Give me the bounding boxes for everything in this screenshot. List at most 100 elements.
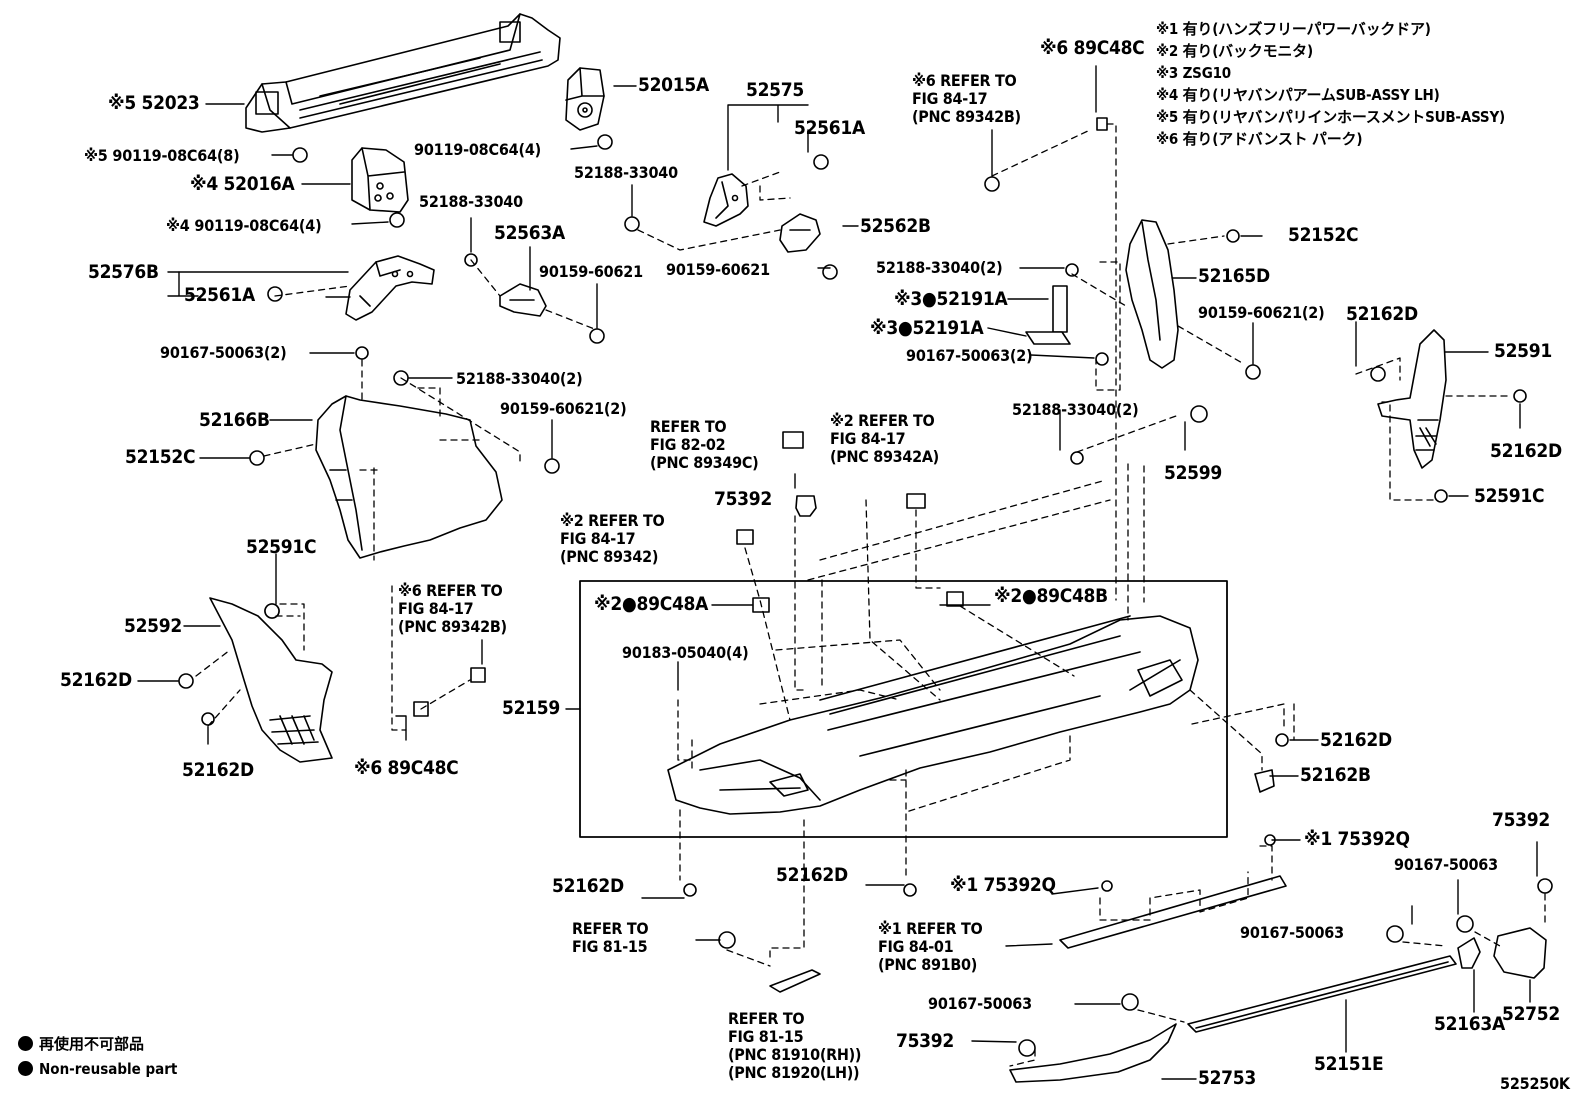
label-90159-60621-b[interactable]: 90159-60621 [666, 260, 770, 279]
spacer-52191a-upper [1052, 285, 1068, 333]
label-52752[interactable]: 52752 [1502, 1003, 1560, 1025]
label-90119-08c64-4-lh[interactable]: ※4 90119-08C64(4) [166, 216, 322, 235]
label-90159-60621-2-lh[interactable]: 90159-60621(2) [500, 399, 627, 418]
reinforcement-part [245, 13, 561, 133]
label-52188-33040-a[interactable]: 52188-33040 [419, 192, 523, 211]
assembly-lines [195, 123, 1546, 1067]
rocker-molding [1187, 955, 1457, 1033]
label-90167-50063-low[interactable]: 90167-50063 [928, 994, 1032, 1013]
note-3: ※3 ZSG10 [1156, 64, 1231, 82]
label-75392-center[interactable]: 75392 [714, 488, 772, 510]
label-52165d[interactable]: 52165D [1198, 265, 1270, 287]
label-90159-60621-2-rh[interactable]: 90159-60621(2) [1198, 303, 1325, 322]
bumper-side-bracket-rh [1377, 329, 1447, 469]
label-52023[interactable]: ※5 52023 [108, 92, 200, 114]
bumper-extension [1009, 1023, 1177, 1083]
bracket-52015a [565, 67, 605, 131]
side-retainer-lh [315, 395, 503, 559]
label-52191a-lower[interactable]: ※3●52191A [870, 317, 984, 339]
non-reusable-dot-icon [18, 1036, 33, 1051]
label-52191a-upper[interactable]: ※3●52191A [894, 288, 1008, 310]
label-52152c-rh[interactable]: 52152C [1288, 224, 1359, 246]
label-89c48c-lower[interactable]: ※6 89C48C [354, 757, 459, 779]
refer-fig-84-17-89342b-top[interactable]: ※6 REFER TO FIG 84-17 (PNC 89342B) [912, 71, 1021, 126]
label-52561a-rh[interactable]: 52561A [794, 117, 865, 139]
label-75392q-b[interactable]: ※1 75392Q [950, 874, 1056, 896]
label-52159[interactable]: 52159 [502, 697, 560, 719]
refer-fig-81-15-a[interactable]: REFER TO FIG 81-15 [572, 919, 649, 956]
label-52753[interactable]: 52753 [1198, 1067, 1256, 1089]
bracket-52016a [351, 147, 409, 213]
refer-fig-82-02[interactable]: REFER TO FIG 82-02 (PNC 89349C) [650, 417, 759, 472]
label-89c48b[interactable]: ※2●89C48B [994, 585, 1108, 607]
label-52162d-rh-low[interactable]: 52162D [1320, 729, 1392, 751]
label-52188-33040-2-lh[interactable]: 52188-33040(2) [456, 369, 583, 388]
label-52162d-bottom-a[interactable]: 52162D [552, 875, 624, 897]
label-90167-50063-rh[interactable]: 90167-50063 [1394, 855, 1498, 874]
label-90119-08c64-8[interactable]: ※5 90119-08C64(8) [84, 146, 240, 165]
label-52591[interactable]: 52591 [1494, 340, 1552, 362]
legend: 再使用不可部品 Non-reusable part [18, 1032, 177, 1082]
label-52162b[interactable]: 52162B [1300, 764, 1371, 786]
label-89c48c-top[interactable]: ※6 89C48C [1040, 37, 1145, 59]
figure-code: 525250K [1500, 1074, 1570, 1093]
label-52563a[interactable]: 52563A [494, 222, 565, 244]
label-52162d-rh-top[interactable]: 52162D [1346, 303, 1418, 325]
note-4: ※4 有り(リヤバンパアームSUB-ASSY LH) [1156, 86, 1440, 104]
label-89c48a[interactable]: ※2●89C48A [594, 593, 709, 615]
label-52163a[interactable]: 52163A [1434, 1013, 1505, 1035]
label-90167-50063-mid[interactable]: 90167-50063 [1240, 923, 1344, 942]
note-2: ※2 有り(バックモニタ) [1156, 42, 1313, 60]
label-52591c-rh[interactable]: 52591C [1474, 485, 1545, 507]
label-75392-rh[interactable]: 75392 [1492, 809, 1550, 831]
label-52576b[interactable]: 52576B [88, 261, 159, 283]
retainer-52563a [499, 283, 547, 317]
label-75392q-a[interactable]: ※1 75392Q [1304, 828, 1410, 850]
label-52152c-lh[interactable]: 52152C [125, 446, 196, 468]
label-52162d-bottom-b[interactable]: 52162D [776, 864, 848, 886]
label-90183-05040-4[interactable]: 90183-05040(4) [622, 643, 749, 662]
note-1: ※1 有り(ハンズフリーパワーバックドア) [1156, 20, 1431, 38]
label-52561a-lh[interactable]: 52561A [184, 284, 255, 306]
legend-row-en: Non-reusable part [18, 1057, 177, 1082]
legend-jp: 再使用不可部品 [39, 1035, 145, 1053]
refer-fig-84-17-89342[interactable]: ※2 REFER TO FIG 84-17 (PNC 89342) [560, 511, 665, 566]
label-52599[interactable]: 52599 [1164, 462, 1222, 484]
label-90167-50063-2-rh[interactable]: 90167-50063(2) [906, 346, 1033, 365]
label-52016a[interactable]: ※4 52016A [190, 173, 295, 195]
bumper-arm-rh [703, 173, 749, 227]
leader-lines [137, 65, 1538, 1080]
label-52592[interactable]: 52592 [124, 615, 182, 637]
bumper-cover [667, 615, 1199, 815]
label-52162d-rh-mid[interactable]: 52162D [1490, 440, 1562, 462]
label-52591c-lh[interactable]: 52591C [246, 536, 317, 558]
label-90159-60621-a[interactable]: 90159-60621 [539, 262, 643, 281]
refer-fig-81-15-b[interactable]: REFER TO FIG 81-15 (PNC 81910(RH)) (PNC … [728, 1009, 862, 1082]
label-90119-08c64-4[interactable]: 90119-08C64(4) [414, 140, 542, 159]
refer-fig-84-17-89342b-lower[interactable]: ※6 REFER TO FIG 84-17 (PNC 89342B) [398, 581, 507, 636]
legend-en: Non-reusable part [39, 1060, 178, 1078]
refer-fig-84-01[interactable]: ※1 REFER TO FIG 84-01 (PNC 891B0) [878, 919, 983, 974]
note-5: ※5 有り(リヤバンパリインホースメントSUB-ASSY) [1156, 108, 1505, 126]
sensors-and-clips [413, 117, 1275, 793]
label-52151e[interactable]: 52151E [1314, 1053, 1384, 1075]
reflector [769, 969, 821, 993]
bumper-side-bracket-lh [209, 597, 333, 763]
non-reusable-dot-icon [18, 1061, 33, 1076]
label-52562b[interactable]: 52562B [860, 215, 931, 237]
label-52188-33040-b[interactable]: 52188-33040 [574, 163, 678, 182]
label-52162d-lh-a[interactable]: 52162D [60, 669, 132, 691]
label-52162d-lh-b[interactable]: 52162D [182, 759, 254, 781]
label-52015a[interactable]: 52015A [638, 74, 709, 96]
label-52166b[interactable]: 52166B [199, 409, 270, 431]
label-90167-50063-2-lh[interactable]: 90167-50063(2) [160, 343, 287, 362]
label-52575[interactable]: 52575 [746, 79, 804, 101]
label-75392-low[interactable]: 75392 [896, 1030, 954, 1052]
fasteners [178, 134, 1553, 1057]
refer-fig-84-17-89342a[interactable]: ※2 REFER TO FIG 84-17 (PNC 89342A) [830, 411, 939, 466]
label-52188-33040-2-center[interactable]: 52188-33040(2) [1012, 400, 1139, 419]
spacer-52191a-lower [1025, 331, 1071, 345]
label-52188-33040-2-rh[interactable]: 52188-33040(2) [876, 258, 1003, 277]
